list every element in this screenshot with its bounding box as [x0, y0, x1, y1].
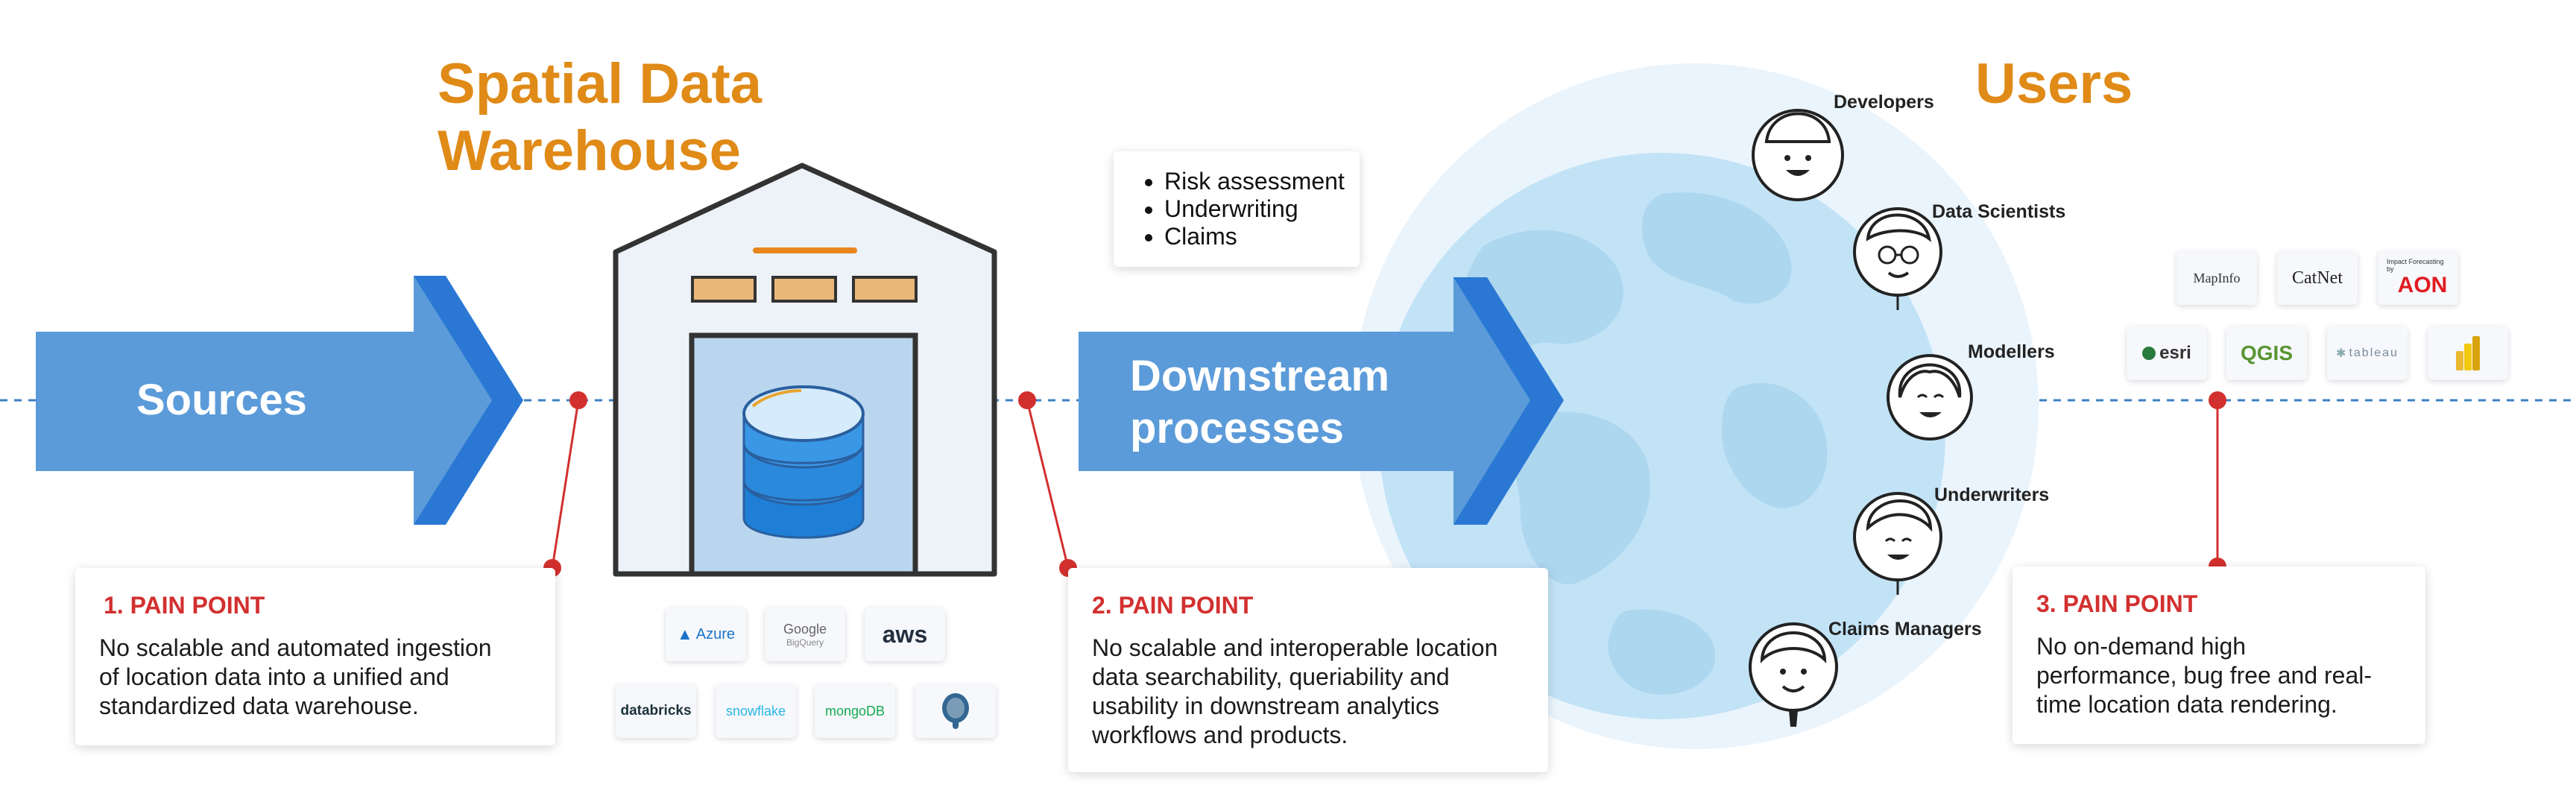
- downstream-arrow-edge: [1453, 400, 1564, 525]
- use-cases-card: Risk assessment Underwriting Claims: [1114, 151, 1360, 267]
- user-label-data-scientists: Data Scientists: [1932, 201, 2066, 222]
- user-label-claims-managers: Claims Managers: [1828, 619, 1982, 640]
- warehouse-window: [852, 276, 918, 303]
- use-cases-list: Risk assessment Underwriting Claims: [1114, 168, 1360, 250]
- developer-avatar-icon: [1752, 109, 1844, 201]
- pain-point-title: 1. PAIN POINT: [104, 592, 265, 619]
- pain-point-line: performance, bug free and real-: [2036, 662, 2373, 689]
- pain-point-card-3: 3. PAIN POINT No on-demand high performa…: [2012, 566, 2425, 744]
- downstream-label: Downstream processes: [1130, 350, 1389, 455]
- pain-point-text: No on-demand high performance, bug free …: [2036, 632, 2372, 719]
- user-label-underwriters: Underwriters: [1934, 484, 2050, 505]
- pain-marker-1-top: [569, 391, 587, 409]
- postgresql-icon: [915, 684, 996, 738]
- warehouse-heading-line2: Warehouse: [438, 119, 741, 183]
- azure-logo: ▲ Azure: [666, 607, 746, 661]
- pain-point-line: of location data into a unified and: [99, 663, 449, 690]
- pain-point-line: standardized data warehouse.: [99, 692, 419, 719]
- mapinfo-logo: MapInfo: [2176, 251, 2257, 305]
- pain-marker-2-top: [1018, 391, 1036, 409]
- continent: [1722, 382, 1828, 508]
- claims-manager-avatar-icon: [1749, 622, 1838, 727]
- qgis-logo: QGIS: [2226, 326, 2307, 380]
- use-case-item: Claims: [1164, 223, 1360, 250]
- pain-point-title: 2. PAIN POINT: [1092, 592, 1254, 619]
- users-heading: Users: [1975, 52, 2133, 116]
- pain-point-line: time location data rendering.: [2036, 691, 2337, 718]
- pain-point-card-2: 2. PAIN POINT No scalable and interopera…: [1068, 568, 1548, 772]
- pain-point-line: No on-demand high: [2036, 633, 2247, 660]
- continent: [1512, 411, 1650, 584]
- modeller-avatar-icon: [1887, 354, 1973, 441]
- pain-point-line: No scalable and interoperable location: [1092, 634, 1498, 661]
- sources-label: Sources: [136, 376, 307, 424]
- pain-point-text: No scalable and interoperable location d…: [1092, 634, 1497, 750]
- warehouse-light: [783, 247, 857, 253]
- pain-point-line: workflows and products.: [1092, 722, 1348, 748]
- sources-arrow: [36, 276, 523, 525]
- sources-arrow-edge: [414, 276, 523, 400]
- sources-arrow-edge: [414, 400, 523, 525]
- downstream-arrow: [1079, 277, 1564, 525]
- use-case-item: Risk assessment: [1164, 168, 1360, 195]
- user-label-developers: Developers: [1834, 92, 1934, 113]
- warehouse-heading: Spatial Data Warehouse: [438, 51, 762, 185]
- aws-logo: aws: [865, 607, 945, 661]
- pain-point-title: 3. PAIN POINT: [2036, 590, 2198, 617]
- downstream-label-line1: Downstream: [1130, 352, 1390, 400]
- continent: [1608, 609, 1716, 695]
- underwriter-avatar-icon: [1853, 492, 1942, 595]
- tableau-logo: ✱ tableau: [2327, 326, 2408, 380]
- warehouse-heading-line1: Spatial Data: [438, 52, 763, 116]
- bigquery-logo: Google BigQuery: [765, 607, 845, 661]
- pain-marker-3-top: [2209, 391, 2226, 409]
- database-icon: [742, 385, 865, 539]
- user-label-modellers: Modellers: [1968, 341, 2055, 362]
- catnet-logo: CatNet: [2277, 251, 2358, 305]
- aon-logo: Impact Forecasting by AON: [2378, 251, 2458, 305]
- downstream-arrow-edge: [1453, 277, 1564, 400]
- warehouse-window: [771, 276, 837, 303]
- mongodb-logo: mongoDB: [815, 684, 895, 738]
- continent: [1641, 192, 1792, 304]
- use-case-item: Underwriting: [1164, 195, 1360, 223]
- pain-point-line: No scalable and automated ingestion: [99, 634, 492, 661]
- esri-logo: esri: [2127, 326, 2207, 380]
- pain-point-line: data searchability, queriability and: [1092, 663, 1450, 690]
- data-scientist-avatar-icon: [1853, 207, 1942, 310]
- pain-point-text: No scalable and automated ingestion of l…: [99, 634, 492, 721]
- pain-point-card-1: 1. PAIN POINT No scalable and automated …: [75, 568, 555, 745]
- warehouse-window: [691, 276, 757, 303]
- downstream-label-line2: processes: [1130, 404, 1344, 452]
- databricks-logo: databricks: [616, 684, 696, 738]
- pain-point-line: usability in downstream analytics: [1092, 692, 1439, 719]
- snowflake-logo: snowflake: [716, 684, 796, 738]
- powerbi-icon: [2428, 326, 2508, 380]
